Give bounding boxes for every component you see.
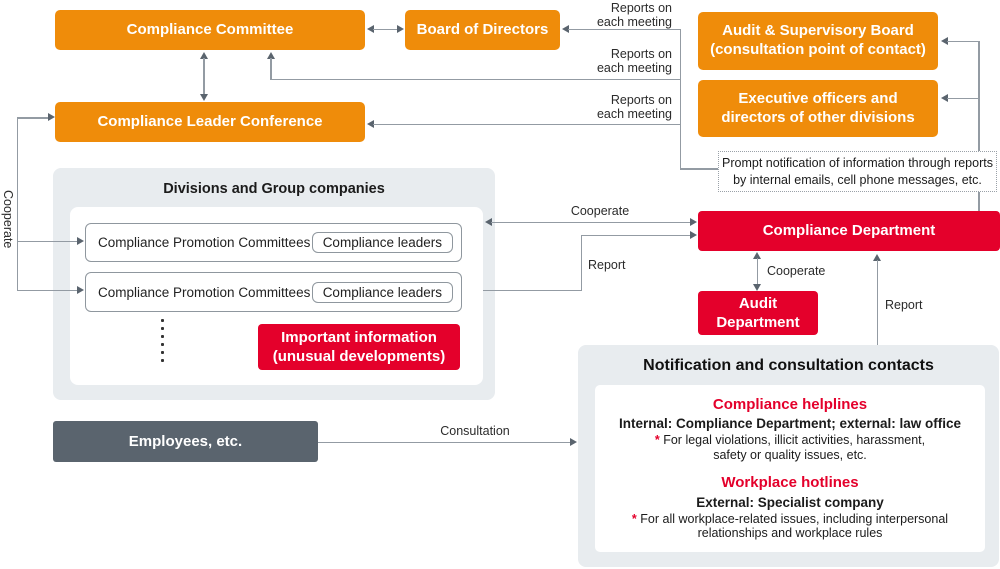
edge-cooperate-dept-audit — [756, 258, 758, 285]
arrowhead-reports-conference — [367, 119, 374, 128]
edge-report-divisions-h1 — [483, 289, 582, 291]
helpline-title: Compliance helplines — [712, 396, 868, 413]
edge-label-reports-2: Reports on each meeting — [596, 47, 672, 76]
edge-department-to-prompt-note — [978, 192, 980, 211]
arrowhead-cooperate-up-dept — [753, 252, 761, 259]
row-1-leaders-chip: Compliance leaders — [311, 232, 453, 253]
edge-label-cooperate-left: Cooperate — [1, 189, 15, 249]
row-2-leaders-chip: Compliance leaders — [311, 281, 453, 303]
node-audit-department: Audit Department — [698, 291, 818, 335]
edge-committee-conference — [203, 58, 205, 95]
arrowhead-into-committee — [367, 24, 374, 33]
row-compliance-promotion-1: Compliance Promotion Committees Complian… — [85, 223, 462, 262]
hotline-subtitle: External: Specialist company — [696, 494, 884, 510]
arrowhead-into-executive-officers — [941, 93, 948, 102]
divisions-panel-title: Divisions and Group companies — [163, 181, 385, 197]
node-important-information: Important information (unusual developme… — [258, 324, 460, 370]
edge-trunk-to-prompt-note — [679, 168, 719, 170]
arrowhead-cooperate-row1 — [77, 236, 84, 245]
row-compliance-promotion-2: Compliance Promotion Committees Complian… — [85, 272, 462, 312]
node-board-of-directors: Board of Directors — [405, 10, 560, 50]
arrowhead-reports-committee — [266, 51, 275, 59]
edge-report-divisions-h2 — [580, 234, 691, 236]
node-compliance-leader-conference: Compliance Leader Conference — [55, 102, 365, 142]
edge-consultation — [318, 441, 571, 443]
edge-cooperate-divisions-dept — [491, 221, 691, 223]
edge-committee-board — [373, 28, 398, 30]
hotline-asterisk: * — [631, 511, 637, 526]
arrowhead-down-conference — [199, 94, 208, 101]
edge-reports-trunk — [679, 28, 681, 170]
arrowhead-report-up-dept — [873, 254, 881, 261]
edge-into-audit-supervisory — [947, 40, 980, 42]
arrowhead-into-audit-supervisory — [941, 36, 948, 45]
helpline-subtitle: Internal: Compliance Department; externa… — [618, 416, 962, 431]
arrowhead-cooperate-divisions — [485, 217, 492, 226]
note-prompt-notification: Prompt notification of information throu… — [718, 151, 997, 192]
edge-label-cooperate-audit: Cooperate — [767, 264, 826, 278]
arrowhead-up-committee — [199, 52, 208, 59]
helpline-asterisk: * — [654, 433, 660, 447]
edge-label-reports-1: Reports on each meeting — [596, 1, 672, 30]
hotline-title: Workplace hotlines — [721, 473, 859, 491]
edge-reports-committee — [270, 78, 682, 80]
helpline-note: * For legal violations, illicit activiti… — [654, 433, 926, 462]
arrowhead-reports-board — [562, 24, 569, 33]
arrowhead-report-dept — [690, 230, 697, 239]
arrowhead-into-board — [397, 24, 404, 33]
node-compliance-department: Compliance Department — [698, 211, 1000, 251]
edge-label-cooperate-mid: Cooperate — [570, 204, 630, 218]
arrowhead-cooperate-conference — [48, 113, 55, 121]
node-compliance-committee: Compliance Committee — [55, 10, 365, 50]
arrowhead-cooperate-row2 — [77, 285, 84, 294]
contacts-inner-box: Compliance helplines Internal: Complianc… — [595, 385, 985, 552]
row-1-committee-label: Compliance Promotion Committees — [98, 235, 311, 250]
edge-report-divisions-v — [580, 234, 582, 291]
ellipsis-more-committees — [161, 319, 164, 362]
node-executive-officers: Executive officers and directors of othe… — [698, 80, 938, 137]
edge-reports-committee-vertical — [270, 58, 272, 80]
edge-label-report-right: Report — [885, 298, 923, 312]
edge-reports-board — [568, 28, 681, 30]
contacts-panel-title: Notification and consultation contacts — [643, 357, 934, 374]
edge-cooperate-left-trunk — [16, 117, 18, 291]
edge-cooperate-to-conference — [16, 117, 49, 119]
edge-prompt-to-boards-vertical — [978, 41, 980, 151]
arrowhead-cooperate-down-audit — [753, 284, 761, 291]
edge-label-reports-3: Reports on each meeting — [596, 93, 672, 122]
arrowhead-cooperate-dept — [690, 217, 697, 226]
arrowhead-consultation — [570, 437, 577, 446]
node-audit-supervisory-board: Audit & Supervisory Board (consultation … — [698, 12, 938, 70]
edge-cooperate-to-row1 — [16, 240, 78, 242]
edge-cooperate-to-row2 — [16, 289, 78, 291]
node-employees: Employees, etc. — [53, 421, 318, 462]
edge-label-report-mid: Report — [588, 258, 626, 272]
row-2-committee-label: Compliance Promotion Committees — [98, 284, 311, 300]
edge-reports-conference — [373, 123, 681, 125]
edge-label-consultation: Consultation — [440, 424, 510, 438]
hotline-note: * For all workplace-related issues, incl… — [631, 511, 949, 541]
edge-into-executive-officers — [947, 97, 980, 99]
edge-report-contacts-dept — [876, 260, 878, 345]
